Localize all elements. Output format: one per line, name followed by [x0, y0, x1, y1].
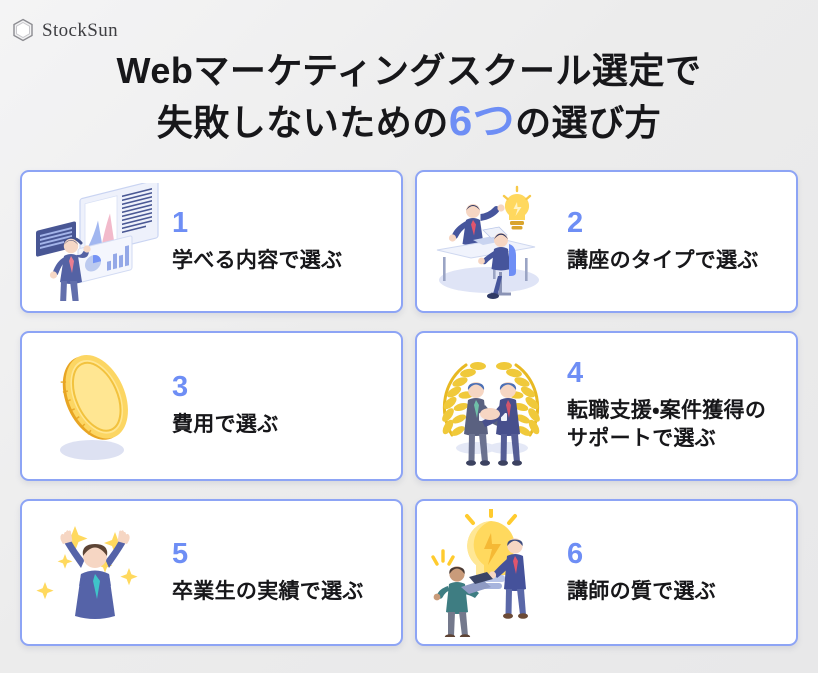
criteria-card-1-text: 1 学べる内容で選ぶ — [170, 206, 343, 275]
criteria-card-3-text: 3 費用で選ぶ — [170, 373, 279, 439]
handshake-with-laurel-wreath-illustration — [417, 333, 565, 479]
title-line-2-before: 失敗しないための — [156, 102, 449, 144]
criteria-card-4-label-line-1: 転職支援・案件獲得の — [567, 399, 767, 423]
criteria-card-6-text: 6 講師の質で選ぶ — [565, 537, 717, 606]
criteria-card-2[interactable]: 2 講座のタイプで選ぶ — [415, 170, 798, 313]
criteria-card-2-text: 2 講座のタイプで選ぶ — [565, 206, 759, 275]
criteria-card-6[interactable]: 6 講師の質で選ぶ — [415, 499, 798, 646]
celebrating-graduate-with-sparkles-illustration — [22, 501, 170, 644]
brand-name: StockSun — [42, 19, 119, 41]
criteria-card-6-label: 講師の質で選ぶ — [567, 579, 717, 603]
hexagon-outline-icon — [12, 18, 34, 42]
criteria-card-5[interactable]: 5 卒業生の実績で選ぶ — [20, 499, 403, 646]
criteria-card-4[interactable]: 4 転職支援・案件獲得の サポートで選ぶ — [415, 331, 798, 481]
title-line-2-after: の選び方 — [515, 102, 662, 144]
title-line-1: Webマーケティングスクール選定で — [116, 50, 702, 91]
page-title: Webマーケティングスクール選定で 失敗しないための6つの選び方 — [0, 48, 818, 148]
businessman-with-data-dashboards-illustration — [22, 172, 170, 311]
criteria-card-5-text: 5 卒業生の実績で選ぶ — [170, 537, 364, 606]
criteria-card-1[interactable]: 1 学べる内容で選ぶ — [20, 170, 403, 313]
criteria-card-4-label-line-2: サポートで選ぶ — [567, 427, 717, 450]
criteria-card-5-number: 5 — [172, 537, 189, 570]
criteria-card-1-number: 1 — [172, 206, 189, 239]
criteria-card-6-number: 6 — [567, 537, 584, 570]
criteria-card-3-label: 費用で選ぶ — [172, 413, 279, 437]
criteria-card-2-number: 2 — [567, 206, 584, 239]
criteria-card-3-number: 3 — [172, 371, 189, 404]
instructor-and-student-at-desk-illustration — [417, 172, 565, 311]
title-accent-count: 6つ — [448, 97, 516, 145]
criteria-card-4-number: 4 — [567, 357, 584, 390]
criteria-card-2-label: 講座のタイプで選ぶ — [567, 248, 759, 272]
criteria-card-1-label: 学べる内容で選ぶ — [172, 248, 343, 272]
criteria-card-4-text: 4 転職支援・案件獲得の サポートで選ぶ — [565, 359, 766, 452]
brand-logo: StockSun — [12, 18, 118, 42]
criteria-card-3[interactable]: 3 費用で選ぶ — [20, 331, 403, 481]
selection-criteria-grid: 1 学べる内容で選ぶ — [20, 170, 798, 646]
gold-coin-illustration — [22, 333, 170, 479]
title-line-2: 失敗しないための6つの選び方 — [0, 94, 818, 148]
criteria-card-5-label: 卒業生の実績で選ぶ — [172, 579, 364, 603]
person-with-laptop-and-lightbulb-illustration — [417, 501, 565, 644]
